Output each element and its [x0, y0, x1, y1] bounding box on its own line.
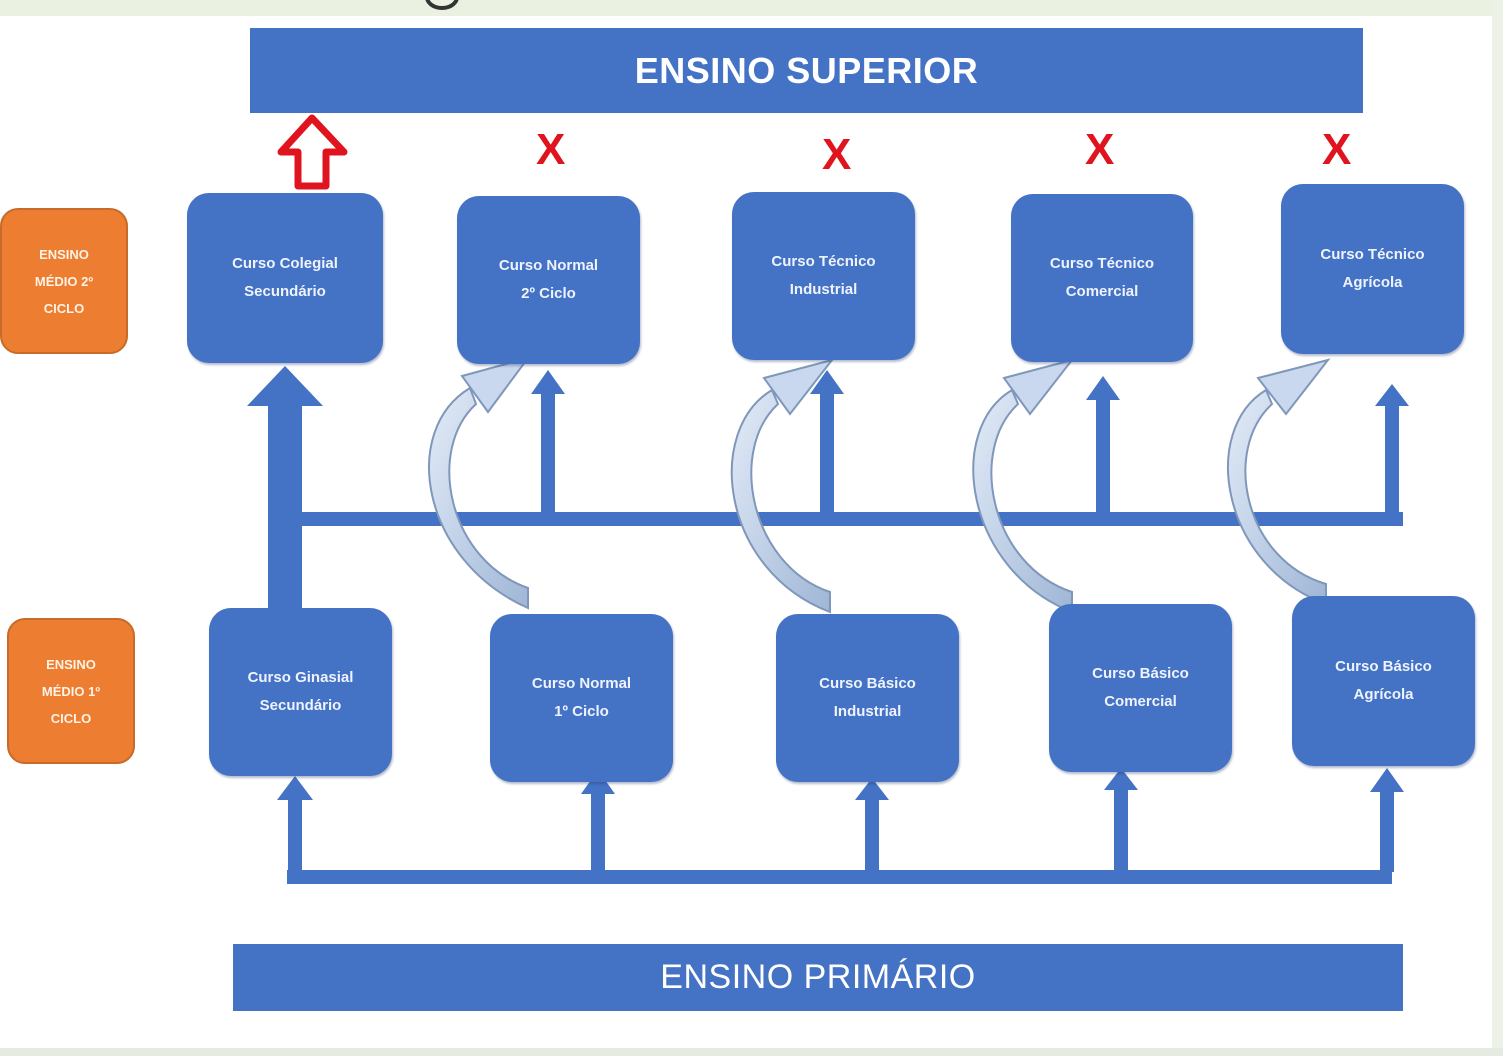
arrow-up-tecnico-agricola — [1375, 384, 1409, 514]
blocked-mark-comercial: X — [1085, 125, 1115, 174]
curved-arrow-industrial — [730, 358, 835, 614]
course-basico-industrial: Curso Básico Industrial — [776, 614, 959, 782]
arrow-up-basico-comercial — [1104, 768, 1138, 872]
arrow-ginasial-to-colegial — [247, 366, 323, 608]
ensino-superior-bar: ENSINO SUPERIOR — [250, 28, 1363, 113]
course-basico-comercial: Curso Básico Comercial — [1049, 604, 1232, 772]
course-colegial-secundario: Curso Colegial Secundário — [187, 193, 383, 363]
arrow-up-basico-industrial — [855, 778, 889, 872]
course-basico-agricola: Curso Básico Agrícola — [1292, 596, 1475, 766]
arrow-up-basico-agricola — [1370, 768, 1404, 872]
blocked-mark-industrial: X — [822, 130, 852, 179]
level-ensino-medio-2-ciclo: ENSINO MÉDIO 2º CICLO — [0, 208, 128, 354]
arrow-up-normal-2 — [531, 370, 565, 514]
right-edge-strip — [1492, 0, 1503, 1056]
blocked-mark-normal: X — [536, 125, 566, 174]
curved-arrow-agricola — [1227, 358, 1331, 606]
curved-arrow-comercial — [972, 358, 1075, 614]
lower-connector-line — [287, 870, 1392, 884]
ensino-primario-label: ENSINO PRIMÁRIO — [660, 958, 976, 996]
curved-arrow-normal — [428, 356, 531, 610]
bottom-edge-strip — [0, 1048, 1503, 1056]
access-arrow-icon — [277, 114, 348, 190]
ensino-superior-label: ENSINO SUPERIOR — [634, 49, 979, 91]
arrow-up-normal-1 — [581, 770, 615, 872]
top-strip — [0, 0, 1503, 16]
course-normal-1-ciclo: Curso Normal 1º Ciclo — [490, 614, 673, 782]
level-ensino-medio-1-ciclo: ENSINO MÉDIO 1º CICLO — [7, 618, 135, 764]
course-tecnico-comercial: Curso Técnico Comercial — [1011, 194, 1193, 362]
blocked-mark-agricola: X — [1322, 125, 1352, 174]
course-ginasial-secundario: Curso Ginasial Secundário — [209, 608, 392, 776]
arrow-up-tecnico-industrial — [810, 370, 844, 514]
course-normal-2-ciclo: Curso Normal 2º Ciclo — [457, 196, 640, 364]
ensino-primario-bar: ENSINO PRIMÁRIO — [233, 944, 1403, 1011]
upper-connector-line — [300, 512, 1403, 526]
arrow-up-tecnico-comercial — [1086, 376, 1120, 514]
arrow-up-ginasial — [277, 776, 313, 872]
course-tecnico-industrial: Curso Técnico Industrial — [732, 192, 915, 360]
course-tecnico-agricola: Curso Técnico Agrícola — [1281, 184, 1464, 354]
